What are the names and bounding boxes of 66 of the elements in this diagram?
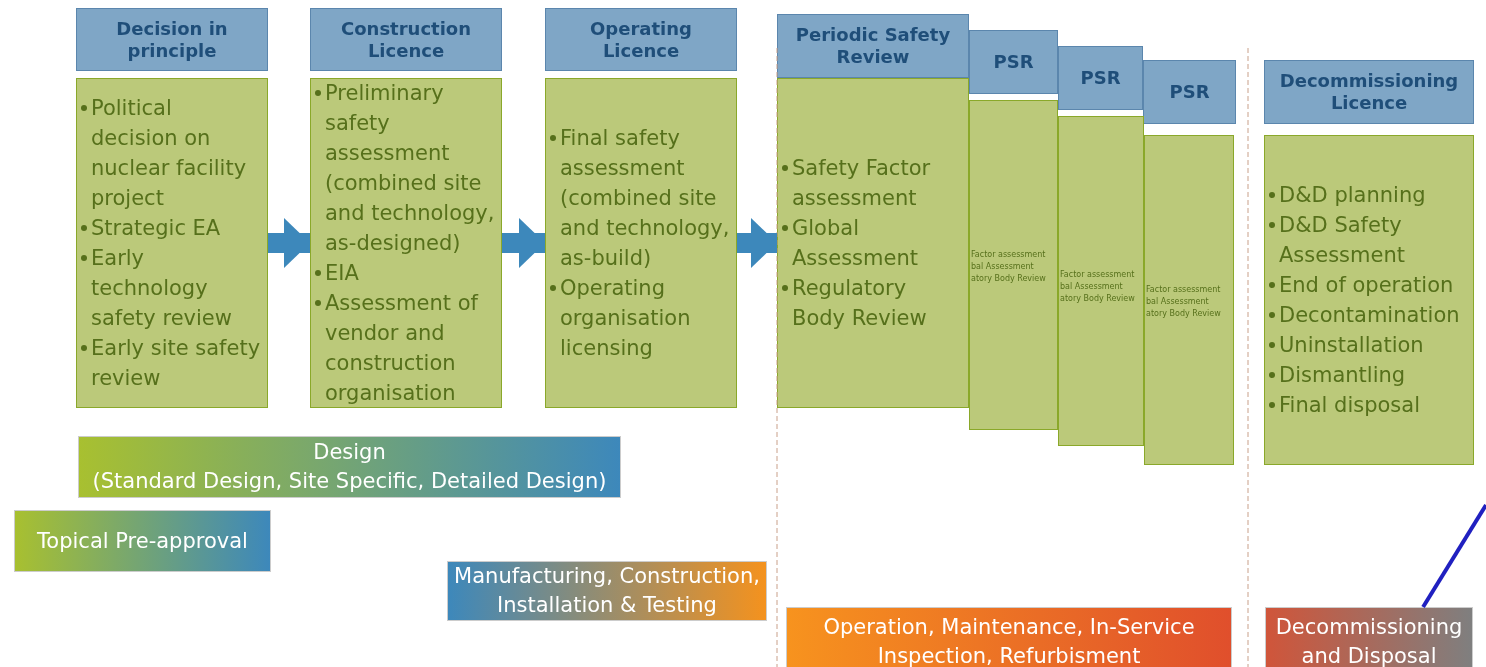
bullet-item: Final disposal	[1279, 392, 1420, 419]
requirements-card	[310, 78, 502, 408]
phase-header	[545, 8, 737, 71]
phase-header	[1143, 60, 1236, 124]
bullet-item: bal Assessment	[971, 261, 1035, 273]
banner-text: Manufacturing, Construction, Installation & Testing	[453, 563, 761, 619]
bullet-item: EIA	[325, 260, 359, 287]
block-arrow	[268, 218, 310, 268]
banner-text: Design	[313, 439, 386, 466]
phase-header	[1264, 60, 1474, 124]
requirements-card	[545, 78, 737, 408]
banner-text: (Standard Design, Site Specific, Detailed Design)	[92, 468, 607, 495]
connector-line	[1421, 503, 1486, 609]
bullet-item: Global Assessment	[792, 215, 919, 272]
header-text: Periodic Safety Review	[794, 24, 952, 68]
bullet-item: Uninstallation	[1279, 332, 1424, 359]
bullet-item: Decontamination	[1279, 302, 1460, 329]
bullet-item: Factor assessment	[1060, 269, 1136, 281]
bullet-item: Early site safety review	[91, 335, 262, 392]
header-text: PSR	[993, 51, 1034, 73]
bullet-item: Final safety assessment (combined site and technology, as-build)	[560, 125, 731, 272]
bullet-item: Safety Factor assessment	[792, 155, 932, 212]
header-text: Construction Licence	[340, 17, 472, 62]
requirements-card	[1264, 135, 1474, 465]
banner-text: Operation, Maintenance, In-Service Inspection, Refurbisment	[822, 614, 1196, 667]
block-arrow	[502, 218, 545, 268]
bullet-item: bal Assessment	[1146, 296, 1210, 308]
phase-header	[1058, 46, 1143, 110]
stage-banner	[78, 436, 621, 498]
bullet-item: Dismantling	[1279, 362, 1406, 389]
stage-banner	[1265, 607, 1473, 667]
bullet-item: Operating organisation licensing	[560, 275, 692, 362]
bullet-item: bal Assessment	[1060, 281, 1124, 293]
stage-banner	[786, 607, 1232, 667]
stage-banner	[14, 510, 271, 572]
banner-text: Topical Pre-approval	[37, 527, 248, 555]
header-text: PSR	[1169, 81, 1210, 103]
bullet-item: Regulatory Body Review	[792, 275, 928, 332]
bullet-item: Factor assessment	[1146, 284, 1222, 296]
bullet-item: Political decision on nuclear facility project	[91, 95, 248, 212]
bullet-item: Factor assessment	[971, 249, 1047, 261]
bullet-item: atory Body Review	[1146, 308, 1222, 320]
bullet-item: Early technology safety review	[91, 245, 233, 332]
bullet-item: Assessment of vendor and construction organisation	[325, 290, 480, 407]
requirements-card	[1058, 116, 1144, 446]
bullet-item: Preliminary safety assessment (combined site and technology, as-designed)	[325, 80, 496, 257]
bullet-item: atory Body Review	[971, 273, 1047, 285]
header-text: Operating Licence	[589, 17, 693, 62]
requirements-card	[777, 78, 969, 408]
block-arrow	[737, 218, 777, 268]
phase-header	[969, 30, 1058, 94]
bullet-item: atory Body Review	[1060, 293, 1136, 305]
bullet-item: D&D planning	[1279, 182, 1426, 209]
header-text: PSR	[1080, 67, 1121, 89]
banner-text: Decommissioning and Disposal	[1274, 614, 1464, 667]
requirements-card	[76, 78, 268, 408]
requirements-card	[1144, 135, 1234, 465]
header-text: Decommissioning Licence	[1278, 70, 1460, 114]
bullet-item: Strategic EA	[91, 215, 221, 242]
bullet-item: End of operation	[1279, 272, 1454, 299]
header-text: Decision in principle	[115, 17, 229, 62]
phase-header	[76, 8, 268, 71]
bullet-item: D&D Safety Assessment	[1279, 212, 1406, 269]
phase-header	[777, 14, 969, 78]
phase-header	[310, 8, 502, 71]
requirements-card	[969, 100, 1058, 430]
